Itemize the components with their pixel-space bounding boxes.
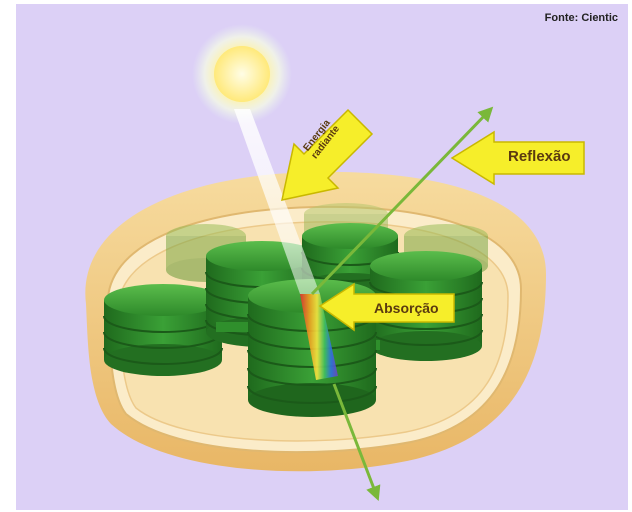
reflection-label: Reflexão: [508, 148, 571, 165]
chloroplast-diagram: Fonte: Cientic Energia radiante Reflexão…: [16, 4, 628, 510]
absorption-label: Absorção: [374, 300, 439, 316]
granum-left: [104, 284, 222, 376]
diagram-graphic: [16, 4, 628, 510]
source-credit: Fonte: Cientic: [545, 12, 618, 24]
